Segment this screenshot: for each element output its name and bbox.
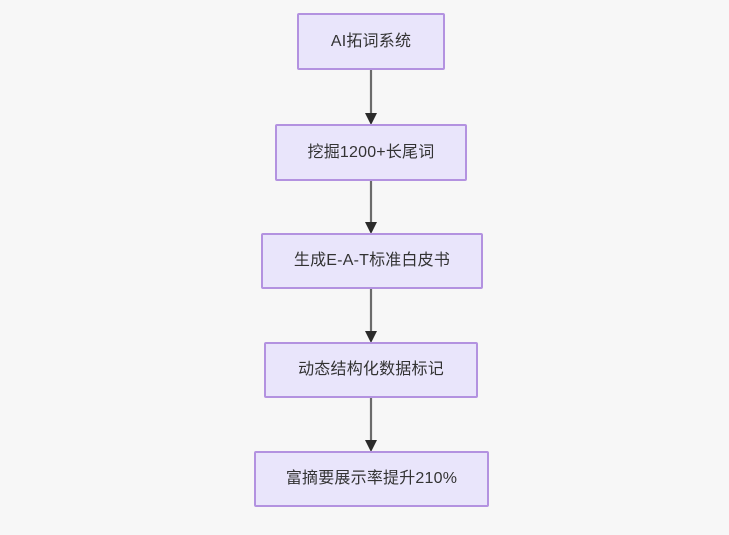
flow-node-label: 挖掘1200+长尾词 [307, 143, 435, 161]
edge-node4-node5 [361, 398, 381, 453]
flow-node-label: AI拓词系统 [330, 32, 412, 50]
edge-node1-node2 [361, 70, 381, 126]
edge-node2-node3 [361, 181, 381, 235]
edge-node3-node4 [361, 289, 381, 344]
flow-node-label: 富摘要展示率提升210% [285, 470, 458, 488]
flow-node-label: 动态结构化数据标记 [298, 361, 444, 379]
flow-node-mine-longtail-keywords[interactable]: 挖掘1200+长尾词 [275, 124, 467, 181]
flow-node-ai-keyword-system[interactable]: AI拓词系统 [297, 13, 445, 70]
flow-node-dynamic-structured-data-markup[interactable]: 动态结构化数据标记 [264, 342, 478, 398]
flow-node-rich-snippet-impression-lift[interactable]: 富摘要展示率提升210% [254, 451, 489, 507]
flow-node-generate-eat-whitepaper[interactable]: 生成E-A-T标准白皮书 [261, 233, 483, 289]
flow-node-label: 生成E-A-T标准白皮书 [293, 252, 451, 270]
